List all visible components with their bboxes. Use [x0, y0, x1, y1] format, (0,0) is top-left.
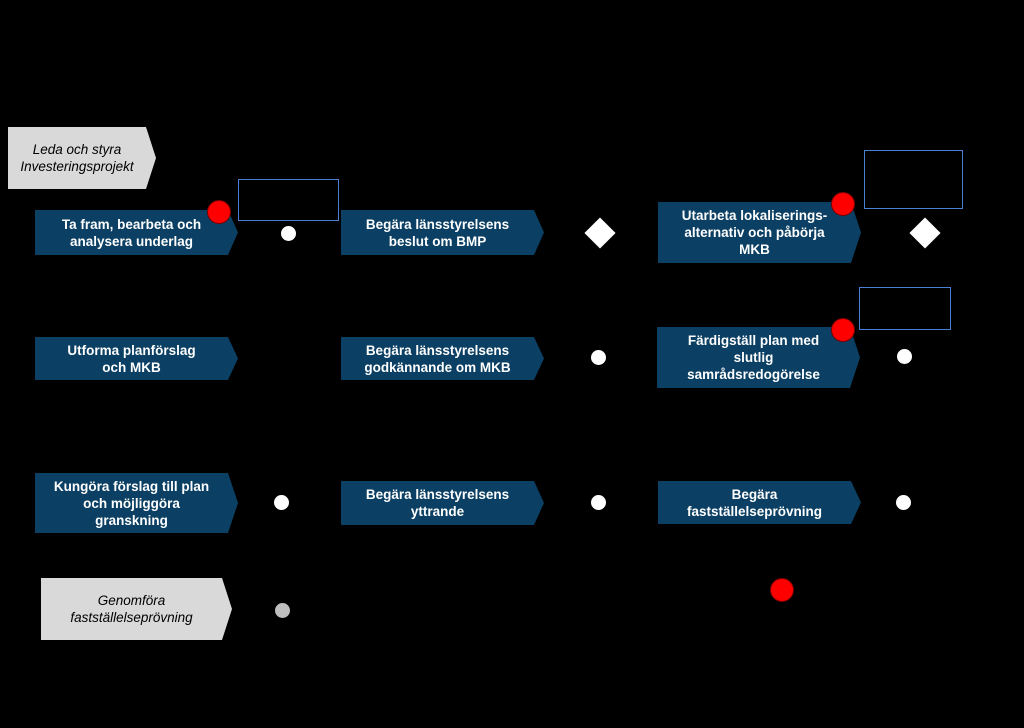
- step-ta-fram-underlag: Ta fram, bearbeta och analysera underlag: [35, 210, 238, 255]
- step-fardigstall-plan: Färdigställ plan med slutlig samrådsredo…: [657, 327, 860, 388]
- step-label: Ta fram, bearbeta och analysera underlag: [61, 216, 202, 249]
- red-milestone-dot: [831, 192, 855, 216]
- step-leda-och-styra: Leda och styra Investeringsprojekt: [8, 127, 156, 189]
- white-diamond: [584, 217, 616, 249]
- white-dot: [281, 226, 296, 241]
- red-milestone-dot: [207, 200, 231, 224]
- step-label: Genomföra fastställelseprövning: [70, 593, 193, 625]
- step-begara-faststallelseprovning: Begära fastställelseprövning: [658, 481, 861, 524]
- step-label: Leda och styra Investeringsprojekt: [20, 142, 134, 174]
- empty-frame-2: [864, 150, 963, 209]
- step-label: Begära länsstyrelsens godkännande om MKB: [364, 342, 511, 375]
- white-dot: [274, 495, 289, 510]
- step-label: Färdigställ plan med slutlig samrådsredo…: [687, 333, 820, 382]
- white-dot: [591, 350, 606, 365]
- red-milestone-dot: [831, 318, 855, 342]
- step-genomfora-faststallelseprovning: Genomföra fastställelseprövning: [41, 578, 232, 640]
- white-diamond: [909, 217, 941, 249]
- gray-dot: [275, 603, 290, 618]
- step-utarbeta-lokaliseringsalternativ: Utarbeta lokaliserings- alternativ och p…: [658, 202, 861, 263]
- step-label: Utarbeta lokaliserings- alternativ och p…: [681, 208, 828, 257]
- step-begara-godkannande-mkb: Begära länsstyrelsens godkännande om MKB: [341, 337, 544, 380]
- step-label: Begära länsstyrelsens beslut om BMP: [365, 216, 510, 249]
- empty-frame-1: [238, 179, 339, 221]
- step-begara-beslut-bmp: Begära länsstyrelsens beslut om BMP: [341, 210, 544, 255]
- white-dot: [591, 495, 606, 510]
- red-milestone-dot: [770, 578, 794, 602]
- step-label: Kungöra förslag till plan och möjliggöra…: [53, 478, 210, 528]
- white-dot: [897, 349, 912, 364]
- step-begara-yttrande: Begära länsstyrelsens yttrande: [341, 481, 544, 525]
- step-kungora-forslag: Kungöra förslag till plan och möjliggöra…: [35, 473, 238, 533]
- step-utforma-planforslag: Utforma planförslag och MKB: [35, 337, 238, 380]
- step-label: Begära fastställelseprövning: [686, 486, 823, 519]
- white-dot: [896, 495, 911, 510]
- step-label: Begära länsstyrelsens yttrande: [365, 487, 510, 519]
- step-label: Utforma planförslag och MKB: [67, 342, 196, 375]
- empty-frame-3: [859, 287, 951, 330]
